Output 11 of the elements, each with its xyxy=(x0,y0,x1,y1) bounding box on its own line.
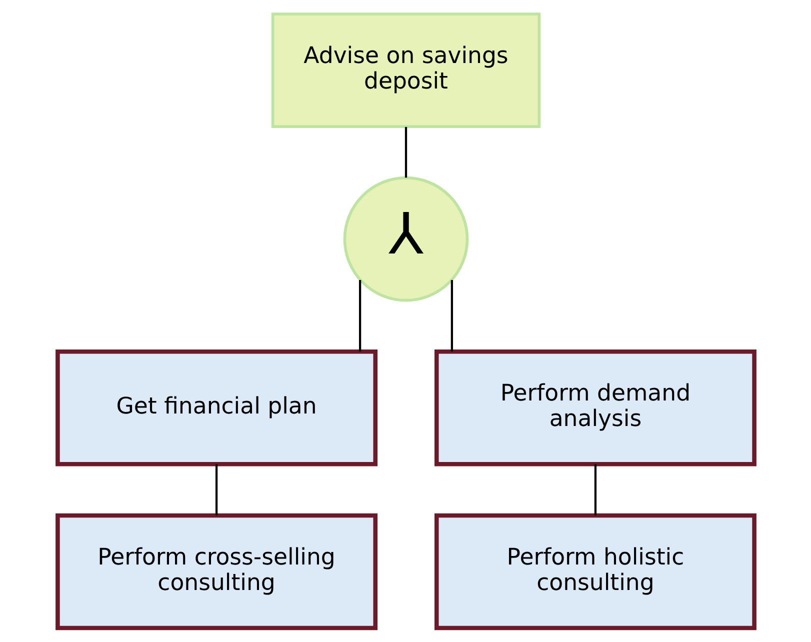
node-circle: ⅄ xyxy=(342,176,468,302)
node-box: Perform holistic consulting xyxy=(434,513,756,630)
connector xyxy=(450,280,452,352)
connector xyxy=(358,280,361,352)
node-box: Perform cross-selling consulting xyxy=(55,513,377,630)
connector xyxy=(404,126,407,178)
node-box: Perform demand analysis xyxy=(434,350,756,466)
connector xyxy=(214,464,218,516)
connector xyxy=(594,464,596,516)
node-box: Get financial plan xyxy=(55,350,377,466)
node-box: Advise on savings deposit xyxy=(270,12,540,128)
